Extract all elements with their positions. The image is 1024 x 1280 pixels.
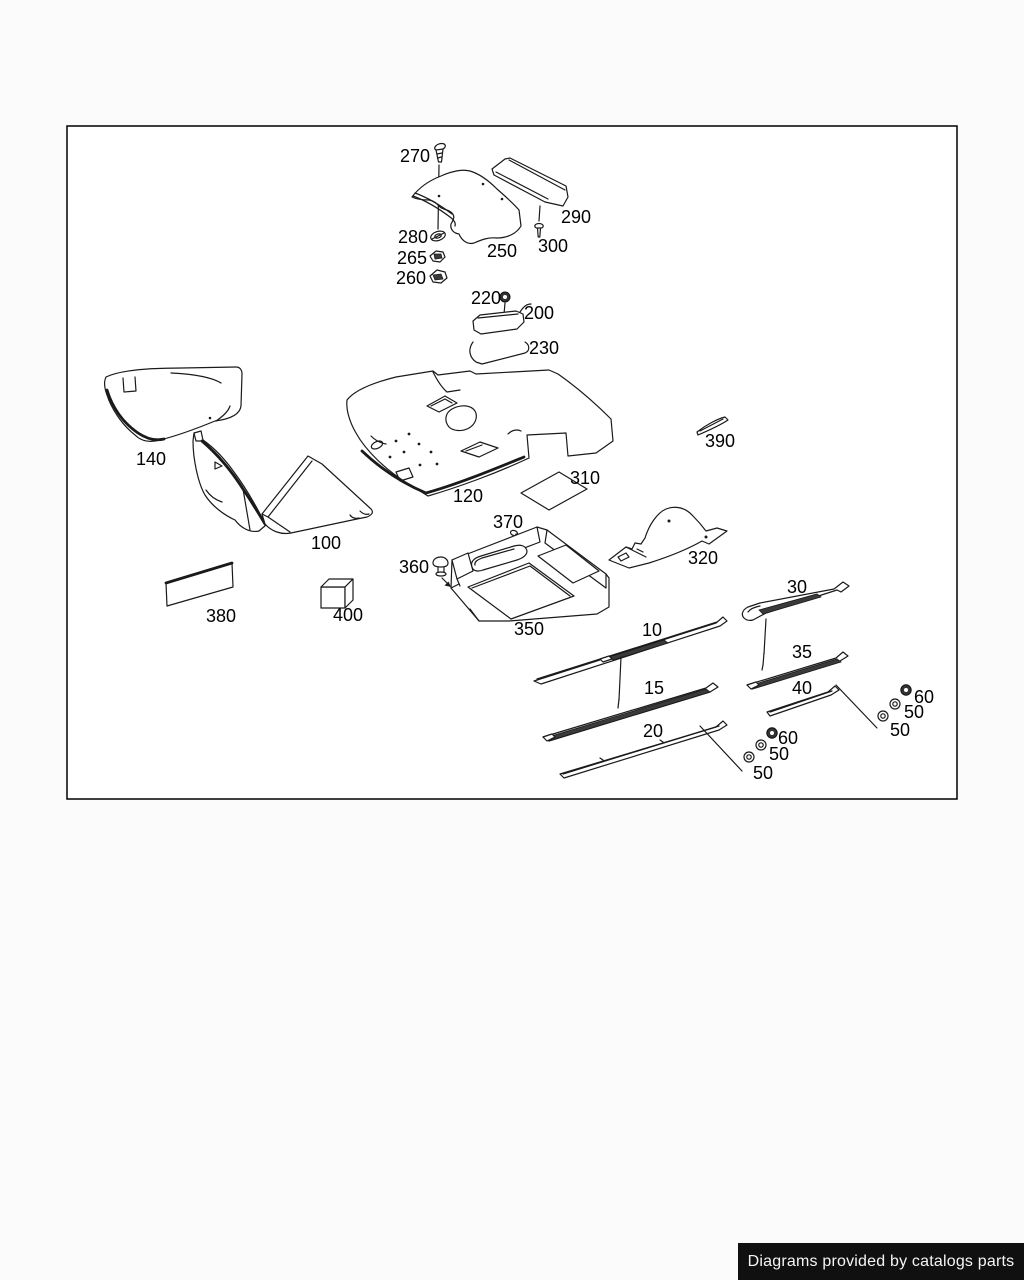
part-label-60: 60 <box>778 728 798 748</box>
footer-credit-bar: Diagrams provided by catalogs parts <box>738 1243 1024 1280</box>
part-290-strip <box>491 157 569 207</box>
part-label-390: 390 <box>705 431 735 451</box>
part-50-washer <box>889 698 901 710</box>
part-120-carpet <box>346 369 614 497</box>
part-20-sill-strip <box>559 720 743 779</box>
part-label-15: 15 <box>644 678 664 698</box>
part-label-250: 250 <box>487 241 517 261</box>
part-360-grommet <box>432 556 451 587</box>
part-label-220: 220 <box>471 288 501 308</box>
part-60-nut <box>766 727 778 739</box>
part-380-plate <box>164 561 234 607</box>
part-310-mat <box>520 471 588 511</box>
part-label-120: 120 <box>453 486 483 506</box>
part-300-screw <box>534 205 544 238</box>
part-label-50: 50 <box>769 744 789 764</box>
part-label-10: 10 <box>642 620 662 640</box>
part-label-50: 50 <box>904 702 924 722</box>
part-200-bracket <box>472 303 532 335</box>
part-320-bracket <box>608 506 728 569</box>
part-label-200: 200 <box>524 303 554 323</box>
part-label-290: 290 <box>561 207 591 227</box>
part-260-clip <box>429 269 448 284</box>
part-40-sill-strip <box>766 684 878 729</box>
part-350-tray <box>450 526 610 622</box>
part-140-carpet <box>104 366 243 442</box>
part-label-100: 100 <box>311 533 341 553</box>
part-label-265: 265 <box>397 248 427 268</box>
footer-credit-text: Diagrams provided by catalogs parts <box>747 1252 1015 1270</box>
part-label-320: 320 <box>688 548 718 568</box>
part-230-wire <box>469 341 530 365</box>
part-265-clip <box>429 250 446 263</box>
part-label-20: 20 <box>643 721 663 741</box>
part-label-310: 310 <box>570 468 600 488</box>
part-50-washer <box>743 751 755 763</box>
part-label-230: 230 <box>529 338 559 358</box>
part-50-washer <box>755 739 767 751</box>
part-50-washer <box>877 710 889 722</box>
part-label-400: 400 <box>333 605 363 625</box>
part-label-60: 60 <box>914 687 934 707</box>
part-label-35: 35 <box>792 642 812 662</box>
part-30-sill-strip <box>741 581 850 671</box>
part-label-350: 350 <box>514 619 544 639</box>
part-280-grommet <box>430 230 446 242</box>
part-label-280: 280 <box>398 227 428 247</box>
part-label-50: 50 <box>890 720 910 740</box>
part-label-50: 50 <box>753 763 773 783</box>
part-15-sill-strip <box>542 682 719 742</box>
part-250-panel <box>411 169 522 245</box>
part-label-260: 260 <box>396 268 426 288</box>
part-label-40: 40 <box>792 678 812 698</box>
part-label-360: 360 <box>399 557 429 577</box>
part-label-300: 300 <box>538 236 568 256</box>
part-390-sliver <box>696 416 729 436</box>
part-label-380: 380 <box>206 606 236 626</box>
part-35-sill-strip <box>746 651 849 690</box>
part-400-block <box>320 578 354 609</box>
part-10-sill-strip <box>533 616 728 709</box>
part-label-270: 270 <box>400 146 430 166</box>
part-60-nut <box>900 684 912 696</box>
part-100-mat <box>192 430 373 535</box>
part-label-140: 140 <box>136 449 166 469</box>
part-label-30: 30 <box>787 577 807 597</box>
part-label-370: 370 <box>493 512 523 532</box>
